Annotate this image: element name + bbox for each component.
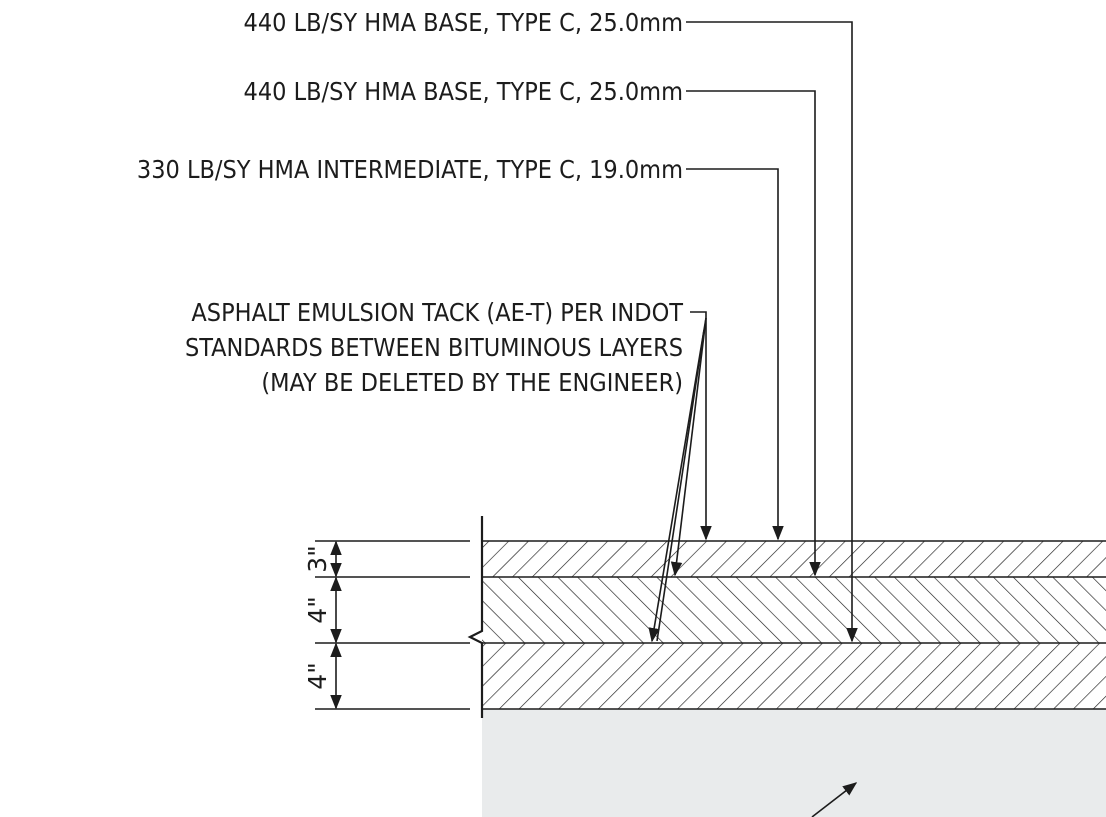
section-break-line <box>467 516 484 718</box>
label-base-upper: 440 LB/SY HMA BASE, TYPE C, 25.0mm <box>244 8 683 37</box>
dim-text-top-layer: 3" <box>303 545 332 572</box>
leader-base-lower <box>686 90 821 577</box>
subgrade-layer <box>482 709 1106 817</box>
label-tack-line1: ASPHALT EMULSION TACK (AE-T) PER INDOT <box>191 298 683 327</box>
label-tack-line2: STANDARDS BETWEEN BITUMINOUS LAYERS <box>185 333 683 362</box>
layer-base-lower-hatch <box>482 643 1106 709</box>
dim-text-bottom-layer: 4" <box>303 662 332 689</box>
label-base-lower: 440 LB/SY HMA BASE, TYPE C, 25.0mm <box>244 77 683 106</box>
leader-tack-stub <box>690 311 712 541</box>
layer-base-upper-hatch <box>482 577 1106 643</box>
leader-intermediate <box>686 168 784 541</box>
leader-subgrade <box>811 782 858 817</box>
leader-base-upper <box>686 21 858 643</box>
leader-tack-to-low-b <box>656 329 705 642</box>
layer-intermediate-hatch <box>482 541 1106 577</box>
label-tack-line3: (MAY BE DELETED BY THE ENGINEER) <box>261 368 683 397</box>
label-intermediate: 330 LB/SY HMA INTERMEDIATE, TYPE C, 19.0… <box>137 155 683 184</box>
leader-tack-to-mid <box>670 317 707 577</box>
dim-text-middle-layer: 4" <box>303 596 332 623</box>
